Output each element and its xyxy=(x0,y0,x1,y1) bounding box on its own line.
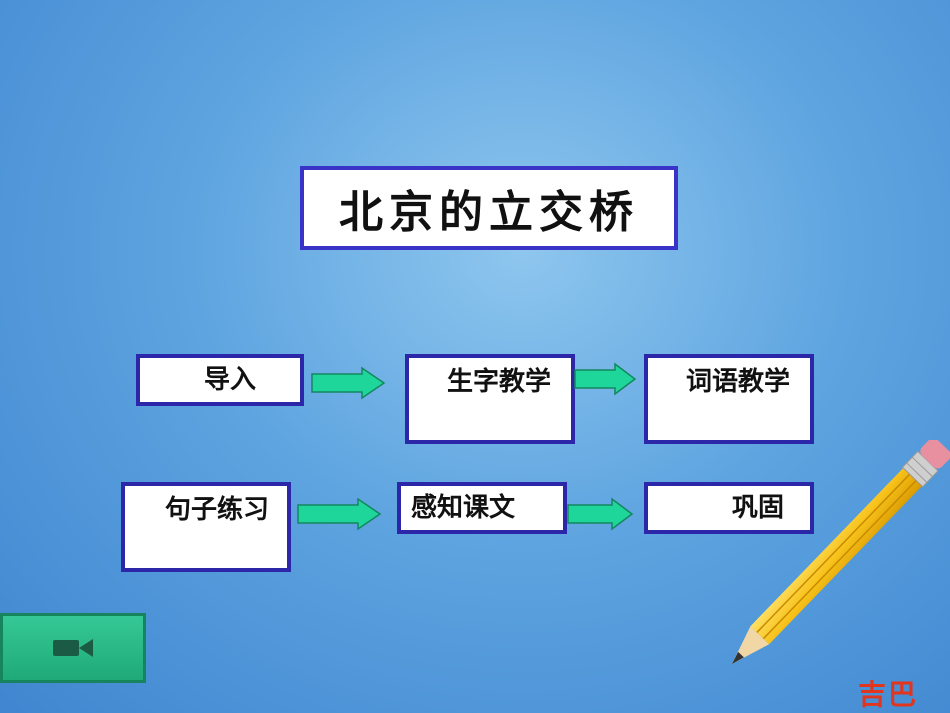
step-intro: 导入 xyxy=(136,354,304,406)
step-label: 句子练习 xyxy=(165,495,270,525)
step-sentence-practice: 句子练习 xyxy=(121,482,291,572)
step-label: 巩固 xyxy=(732,493,785,523)
arrow-right-icon xyxy=(574,362,637,396)
step-character-learning: 生字教学 xyxy=(405,354,575,444)
arrow-right-icon xyxy=(567,497,634,531)
arrow-right-icon xyxy=(297,497,382,531)
step-label: 感知课文 xyxy=(411,493,516,523)
step-label: 词语教学 xyxy=(686,367,791,397)
pencil-icon xyxy=(732,440,950,664)
slide-title: 北京的立交桥 xyxy=(300,166,678,250)
step-label: 生字教学 xyxy=(447,367,552,397)
step-text-comprehension: 感知课文 xyxy=(397,482,567,534)
video-play-button[interactable] xyxy=(0,613,146,683)
arrow-right-icon xyxy=(311,366,386,400)
video-camera-icon xyxy=(53,639,93,657)
step-label: 导入 xyxy=(204,365,257,395)
watermark-logo: 吉巴 xyxy=(858,678,919,711)
step-consolidation: 巩固 xyxy=(644,482,814,534)
step-vocabulary-learning: 词语教学 xyxy=(644,354,814,444)
